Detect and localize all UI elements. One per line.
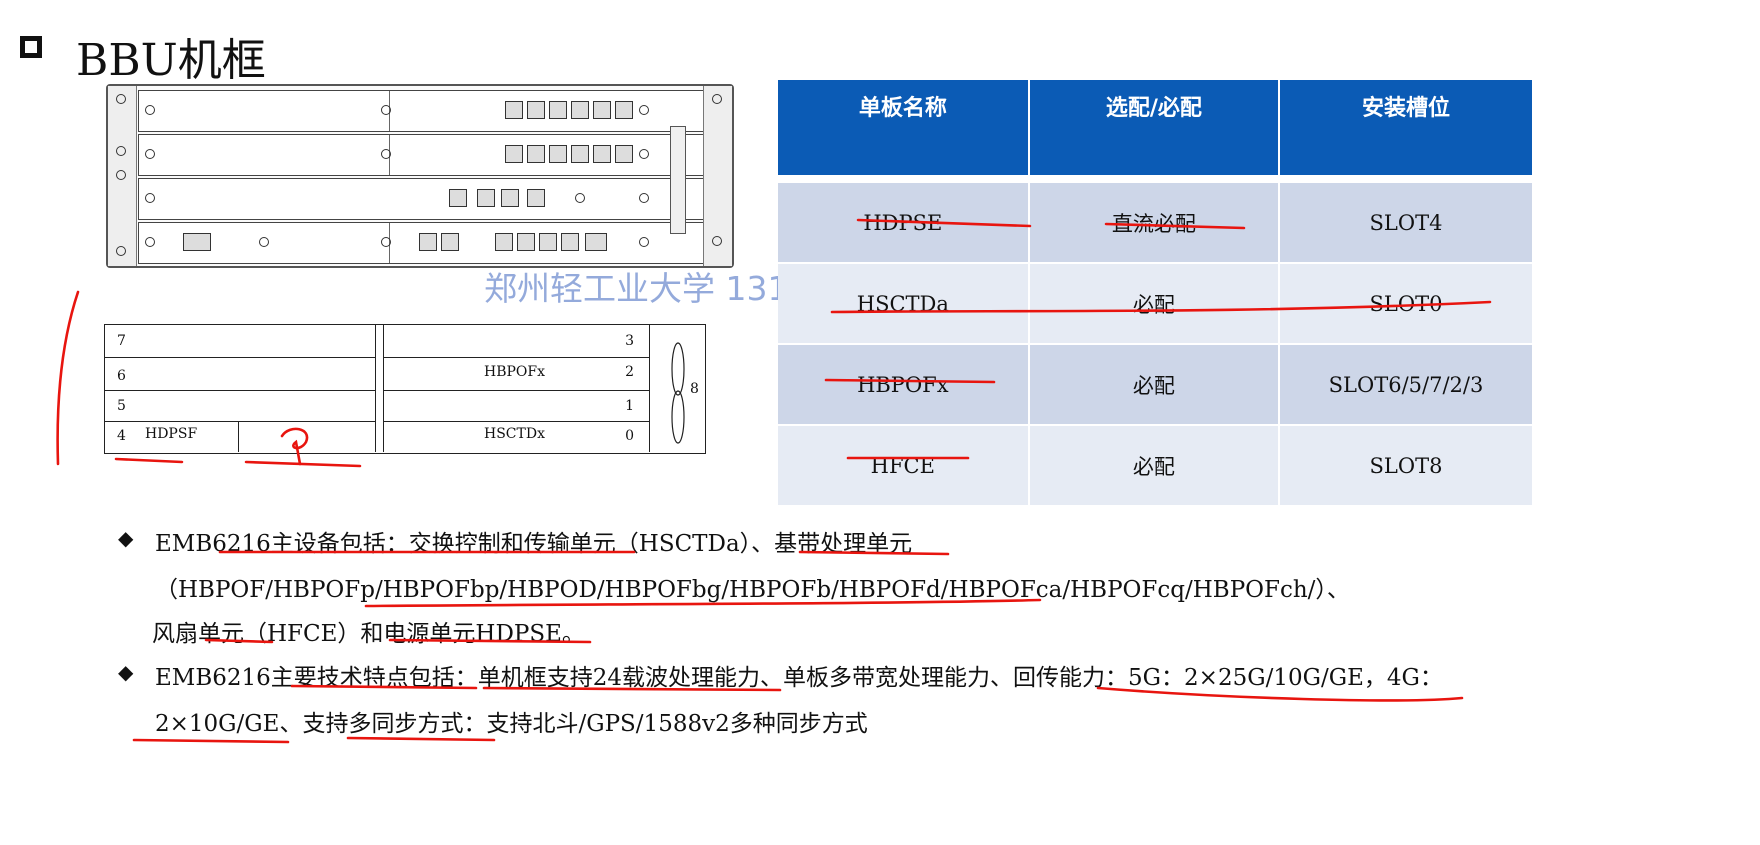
annotation-underline — [346, 736, 496, 742]
slot-cell: HSCTDx 0 — [484, 426, 634, 444]
fan-icon — [671, 342, 685, 444]
table-row: HFCE 必配 SLOT8 — [778, 424, 1532, 505]
bullet-2-line-2: 2×10G/GE、支持多同步方式：支持北斗/GPS/1588v2多种同步方式 — [155, 711, 868, 737]
column-header-slot: 安装槽位 — [1279, 80, 1532, 175]
slot-diagram: 7 6 5 4 HDPSF 3 HBPOFx 2 1 HSCTDx 0 — [104, 324, 706, 454]
slot-cell: 5 — [105, 391, 375, 422]
bullet-marker-2: ◆ — [118, 660, 134, 684]
chassis-left-ear — [108, 86, 137, 266]
chassis-row-3 — [138, 178, 704, 220]
bullet-1-line-2: （HBPOF/HBPOFp/HBPOFbp/HBPOD/HBPOFbg/HBPO… — [155, 577, 1350, 603]
board-table: 单板名称 选配/必配 安装槽位 HDPSE 直流必配 SLOT4 HSCTDa … — [778, 80, 1532, 505]
slot-label-hbpofx: HBPOFx — [484, 364, 546, 380]
table-row: HDPSE 直流必配 SLOT4 — [778, 181, 1532, 263]
slot-label-hsctdx: HSCTDx — [484, 426, 545, 442]
slot-diagram-right-column: 3 HBPOFx 2 1 HSCTDx 0 — [383, 325, 650, 452]
slot-cell: 6 — [105, 358, 375, 391]
column-header-required: 选配/必配 — [1028, 80, 1281, 175]
slot-cell: HBPOFx 2 — [384, 358, 650, 391]
annotation-underline — [114, 457, 184, 464]
slot-cell: 1 — [384, 391, 650, 422]
slot-label-hdpsf: HDPSF — [145, 426, 198, 442]
page-title: BBU机框 — [76, 35, 266, 86]
chassis-fan-panel — [670, 126, 686, 234]
chassis-row-4 — [138, 222, 704, 264]
bullet-2-line-1: EMB6216主要技术特点包括：单机框支持24载波处理能力、单板多带宽处理能力、… — [155, 665, 1443, 691]
chassis-row-2 — [138, 134, 704, 176]
slot-cell: 3 — [384, 325, 650, 358]
annotation-underline — [244, 460, 362, 468]
table-row: HBPOFx 必配 SLOT6/5/7/2/3 — [778, 343, 1532, 425]
bullet-1-line-1: EMB6216主设备包括：交换控制和传输单元（HSCTDa）、基带处理单元 — [155, 531, 913, 557]
title-checkbox-icon — [20, 36, 42, 58]
table-header-row: 单板名称 选配/必配 安装槽位 — [778, 80, 1532, 175]
slot-cell: 7 — [105, 325, 375, 358]
table-row: HSCTDa 必配 SLOT0 — [778, 262, 1532, 344]
bbu-chassis-illustration — [106, 84, 734, 268]
slot-cell: 4 HDPSF — [105, 422, 375, 452]
column-header-board-name: 单板名称 — [778, 80, 1030, 175]
annotation-bracket — [56, 290, 80, 466]
chassis-right-ear — [703, 86, 732, 266]
slot-diagram-left-column: 7 6 5 4 HDPSF — [105, 325, 375, 452]
slot-diagram-fan: 8 — [649, 325, 706, 452]
annotation-underline — [132, 738, 290, 744]
chassis-row-1 — [138, 90, 704, 132]
bullet-1-line-3: 风扇单元（HFCE）和电源单元HDPSE。 — [152, 621, 585, 647]
bullet-marker-1: ◆ — [118, 526, 134, 550]
